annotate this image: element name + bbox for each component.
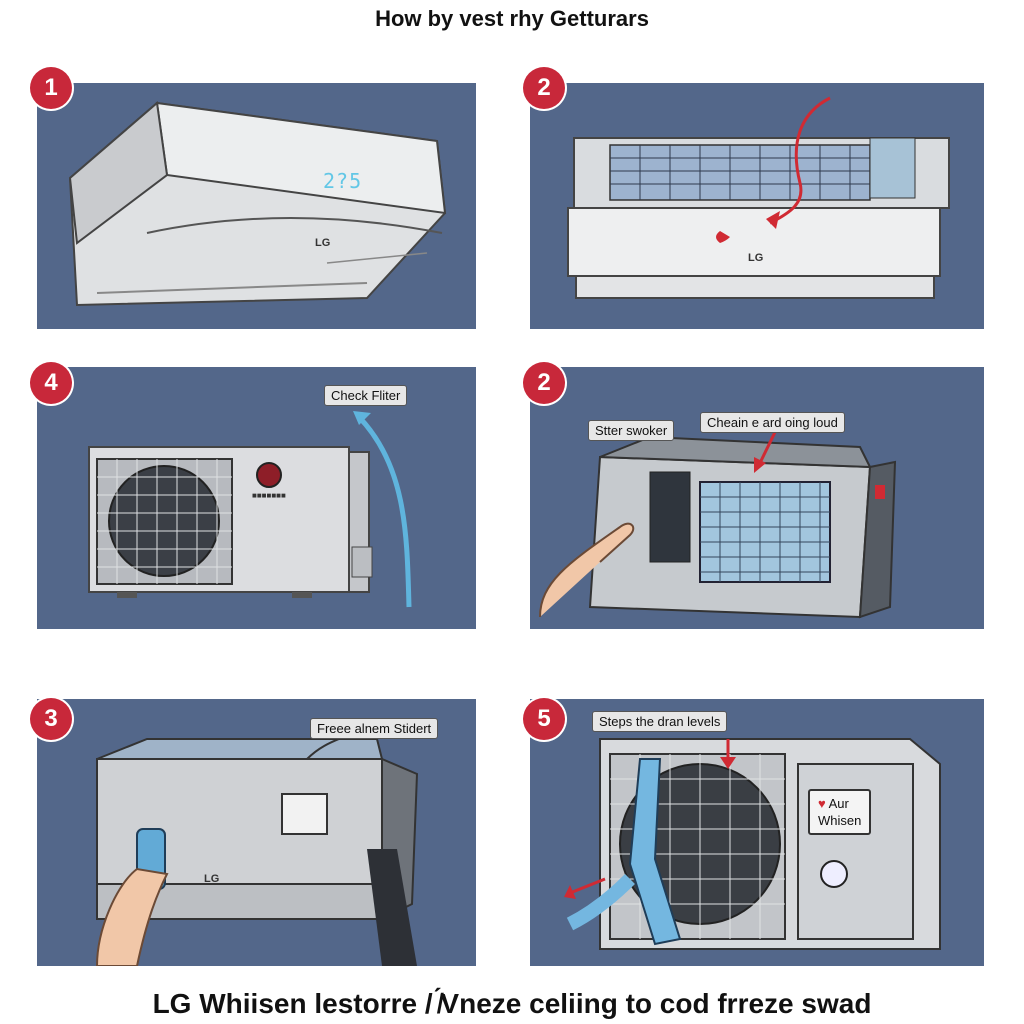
step-badge-3: 3	[30, 698, 72, 740]
callout-freee: Freee alnem Stidert	[310, 718, 439, 739]
step-badge-1: 1	[30, 67, 72, 109]
heart-icon: ♥	[818, 796, 826, 811]
step-panel-3: LG	[37, 699, 476, 966]
unit-label: ■■■■■■■	[252, 491, 286, 500]
callout-drain: Steps the dran levels	[592, 711, 728, 732]
step-panel-2: LG	[530, 83, 984, 329]
open-outdoor-unit-illustration	[539, 421, 897, 619]
label-line-1: Aur	[828, 796, 849, 811]
callout-check-filter: Check Fliter	[324, 385, 408, 406]
callout-right: Cheain e ard oing loud	[700, 412, 845, 433]
label-line-2: Whisen	[818, 813, 862, 828]
step-badge-2: 2	[523, 67, 565, 109]
step-panel-4: ■■■■■■■	[37, 367, 476, 629]
footer-caption: LG Whiisen lestorre / ̸́Vneze celiing to…	[152, 988, 872, 1019]
indoor-unit-illustration	[68, 101, 447, 307]
lg-logo: LG	[748, 252, 764, 264]
temperature-display: 2?5	[323, 169, 363, 193]
outdoor-unit-illustration	[88, 411, 412, 608]
step-panel-1: 2?5 LG	[37, 83, 476, 329]
step-badge-5: 5	[523, 698, 565, 740]
unit-name-label: ♥ Aur Whisen	[808, 789, 872, 835]
step-panel-2b	[530, 367, 984, 629]
callout-left: Stter swoker	[588, 420, 675, 441]
step-panel-5: ♥ Aur Whisen	[530, 699, 984, 966]
open-unit-illustration	[567, 96, 950, 299]
spray-cleaning-illustration	[95, 728, 419, 966]
page-title: How by vest rhy Getturars	[375, 6, 649, 31]
step-badge-4: 4	[30, 362, 72, 404]
step-badge-2b: 2	[523, 362, 565, 404]
lg-logo: LG	[204, 873, 220, 885]
lg-logo: LG	[315, 237, 331, 249]
drain-illustration	[564, 738, 941, 950]
